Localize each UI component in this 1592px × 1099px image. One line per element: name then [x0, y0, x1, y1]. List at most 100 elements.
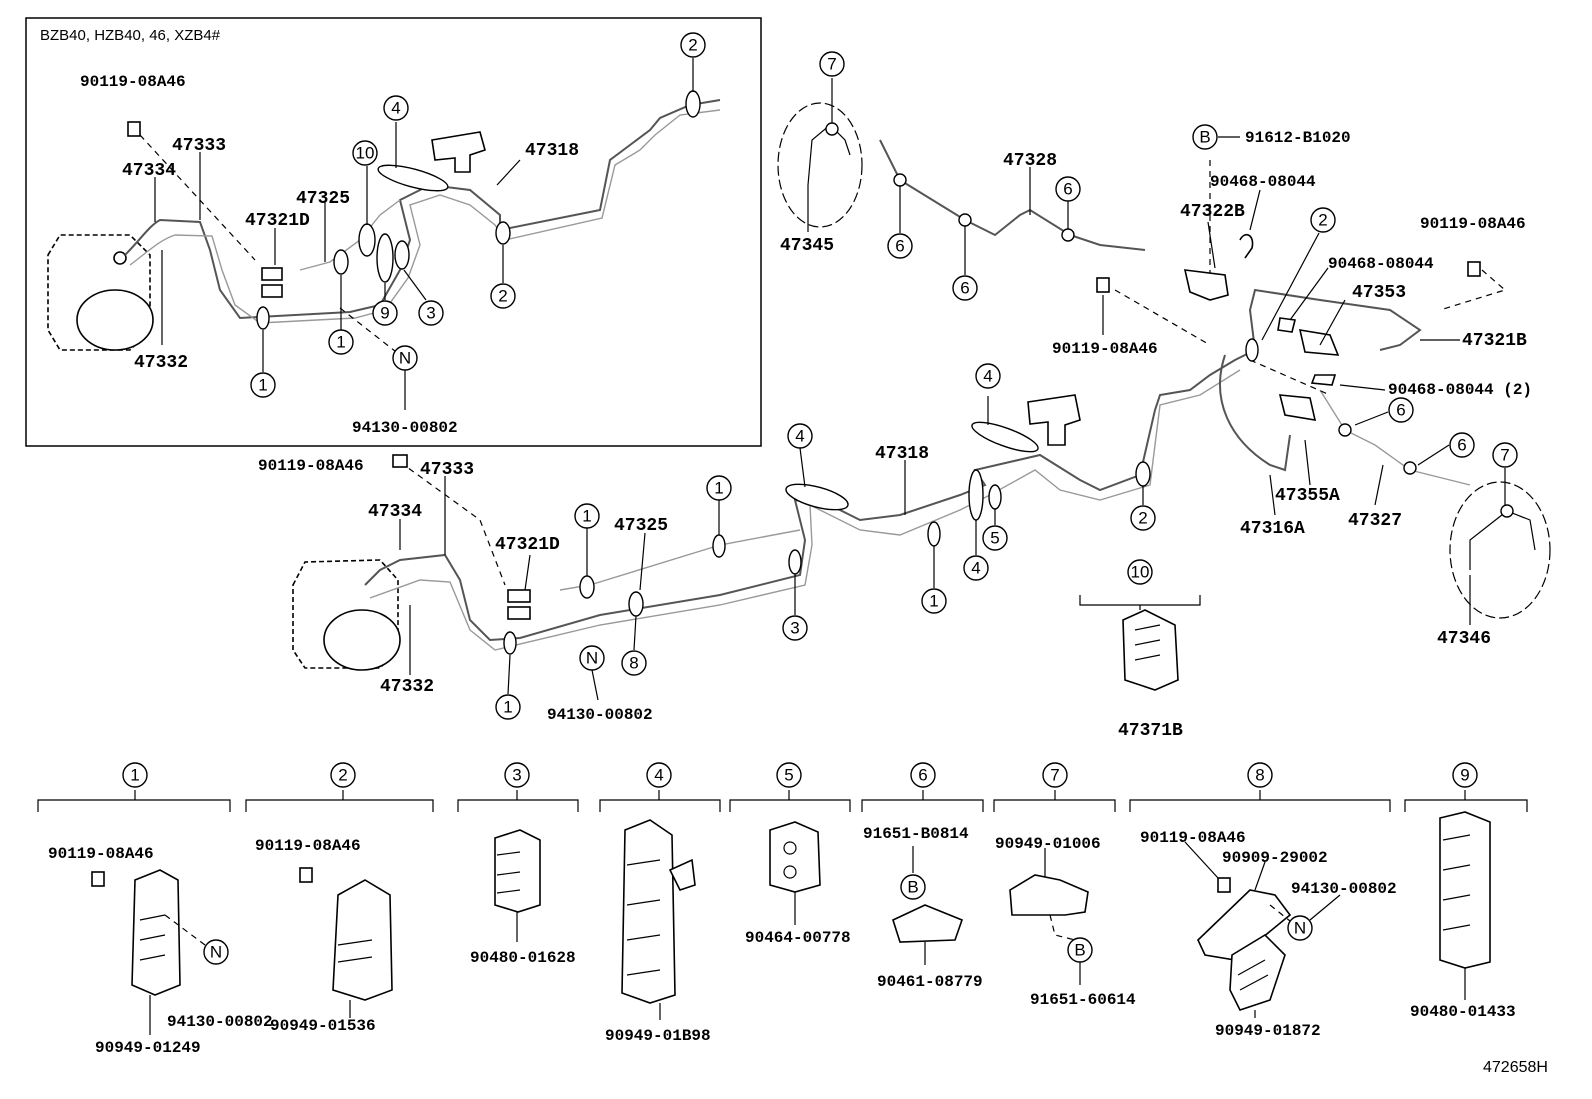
- legend-6-part-a: 91651-B0814: [863, 825, 969, 843]
- svg-text:6: 6: [1396, 401, 1405, 420]
- main-callout-4b: 4: [787, 423, 813, 449]
- main-label-90468-mid: 90468-08044: [1328, 255, 1434, 273]
- main-label-47355A: 47355A: [1275, 486, 1340, 506]
- inset-label-47332: 47332: [134, 353, 188, 373]
- main-callout-6d: 6: [1388, 397, 1414, 423]
- svg-text:4: 4: [391, 99, 400, 118]
- main-callout-6a: 6: [887, 233, 913, 259]
- legend-7-part-a: 90949-01006: [995, 835, 1101, 853]
- legend-7-part-b: 91651-60614: [1030, 991, 1136, 1009]
- legend-4-part: 90949-01B98: [605, 1027, 711, 1045]
- main-label-47321B: 47321B: [1462, 331, 1527, 351]
- svg-text:B: B: [907, 878, 918, 897]
- svg-text:3: 3: [426, 304, 435, 323]
- legend-7-B: B: [1067, 937, 1093, 963]
- svg-text:7: 7: [1500, 446, 1509, 465]
- legend-num-2: 2: [330, 762, 356, 788]
- inset-callout-N: N: [392, 345, 418, 371]
- legend-6-part-b: 90461-08779: [877, 973, 983, 991]
- legend-num-5: 5: [776, 762, 802, 788]
- main-label-47327: 47327: [1348, 511, 1402, 531]
- inset-label-47325: 47325: [296, 189, 350, 209]
- svg-text:5: 5: [990, 529, 999, 548]
- main-callout-B: B: [1192, 124, 1218, 150]
- svg-text:1: 1: [258, 376, 267, 395]
- svg-text:1: 1: [714, 479, 723, 498]
- svg-text:10: 10: [1131, 563, 1150, 582]
- main-callout-6b: 6: [952, 275, 978, 301]
- legend-8-part-a: 90119-08A46: [1140, 829, 1246, 847]
- svg-text:4: 4: [971, 559, 980, 578]
- inset-callout-1b: 1: [328, 329, 354, 355]
- main-label-47318: 47318: [875, 444, 929, 464]
- svg-text:9: 9: [380, 304, 389, 323]
- inset-label-bolt: 90119-08A46: [80, 73, 186, 91]
- main-label-47353: 47353: [1352, 283, 1406, 303]
- svg-text:N: N: [1294, 919, 1306, 938]
- svg-text:4: 4: [795, 427, 804, 446]
- main-callout-7-left: 7: [819, 51, 845, 77]
- legend-8-part-c: 94130-00802: [1291, 880, 1397, 898]
- main-label-47322B: 47322B: [1180, 202, 1245, 222]
- main-callout-7-right: 7: [1492, 442, 1518, 468]
- svg-text:10: 10: [356, 144, 375, 163]
- main-diagram: 90119-08A46 47333 47334 47321D 47325 473…: [258, 51, 1551, 741]
- main-label-94130: 94130-00802: [547, 706, 653, 724]
- svg-text:8: 8: [1255, 766, 1264, 785]
- legend-row: 1 2 3 4 5 6 7 8 9 N 90119-08A46 94130-00…: [37, 762, 1528, 1057]
- inset-label-94130: 94130-00802: [352, 419, 458, 437]
- main-label-47316A: 47316A: [1240, 519, 1305, 539]
- svg-text:B: B: [1074, 941, 1085, 960]
- main-callout-1a: 1: [706, 475, 732, 501]
- main-callout-1c: 1: [921, 588, 947, 614]
- svg-text:1: 1: [929, 592, 938, 611]
- main-label-90468-top: 90468-08044: [1210, 173, 1316, 191]
- main-label-47371B: 47371B: [1118, 721, 1183, 741]
- svg-text:N: N: [210, 943, 222, 962]
- svg-text:N: N: [399, 349, 411, 368]
- svg-text:1: 1: [582, 507, 591, 526]
- inset-callout-4: 4: [383, 95, 409, 121]
- main-callout-3: 3: [782, 615, 808, 641]
- svg-text:7: 7: [1050, 766, 1059, 785]
- svg-text:2: 2: [498, 287, 507, 306]
- main-label-47346: 47346: [1437, 629, 1491, 649]
- legend-5-part: 90464-00778: [745, 929, 851, 947]
- inset-callout-10: 10: [352, 140, 378, 166]
- svg-text:2: 2: [1318, 211, 1327, 230]
- legend-num-9: 9: [1452, 762, 1478, 788]
- legend-3-part: 90480-01628: [470, 949, 576, 967]
- svg-text:9: 9: [1460, 766, 1469, 785]
- legend-8-part-b: 90909-29002: [1222, 849, 1328, 867]
- svg-text:4: 4: [983, 367, 992, 386]
- main-callout-5: 5: [982, 525, 1008, 551]
- legend-1-part-c: 90949-01249: [95, 1039, 201, 1057]
- svg-text:6: 6: [960, 279, 969, 298]
- svg-text:6: 6: [895, 237, 904, 256]
- inset-label-47318: 47318: [525, 141, 579, 161]
- svg-text:4: 4: [654, 766, 663, 785]
- inset-callout-3: 3: [418, 300, 444, 326]
- inset-label-47321D: 47321D: [245, 211, 310, 231]
- main-label-90468-2: 90468-08044 (2): [1388, 381, 1532, 399]
- inset-callout-9: 9: [372, 300, 398, 326]
- legend-1-N: N: [203, 939, 229, 965]
- svg-text:6: 6: [1063, 180, 1072, 199]
- svg-text:3: 3: [790, 619, 799, 638]
- legend-8-part-d: 90949-01872: [1215, 1022, 1321, 1040]
- inset-callout-1a: 1: [250, 372, 276, 398]
- main-label-bolt-left: 90119-08A46: [258, 457, 364, 475]
- master-cylinder-main: [292, 559, 401, 671]
- main-label-bolt-center: 90119-08A46: [1052, 340, 1158, 358]
- main-callout-1b: 1: [574, 503, 600, 529]
- main-callout-6c: 6: [1055, 176, 1081, 202]
- legend-2-part-b: 90949-01536: [270, 1017, 376, 1035]
- inset-title: BZB40, HZB40, 46, XZB4#: [40, 27, 221, 44]
- main-label-47333: 47333: [420, 460, 474, 480]
- inset-label-47334: 47334: [122, 161, 176, 181]
- main-label-bolt-right: 90119-08A46: [1420, 215, 1526, 233]
- legend-8-N: N: [1287, 915, 1313, 941]
- svg-text:3: 3: [512, 766, 521, 785]
- legend-num-4: 4: [646, 762, 672, 788]
